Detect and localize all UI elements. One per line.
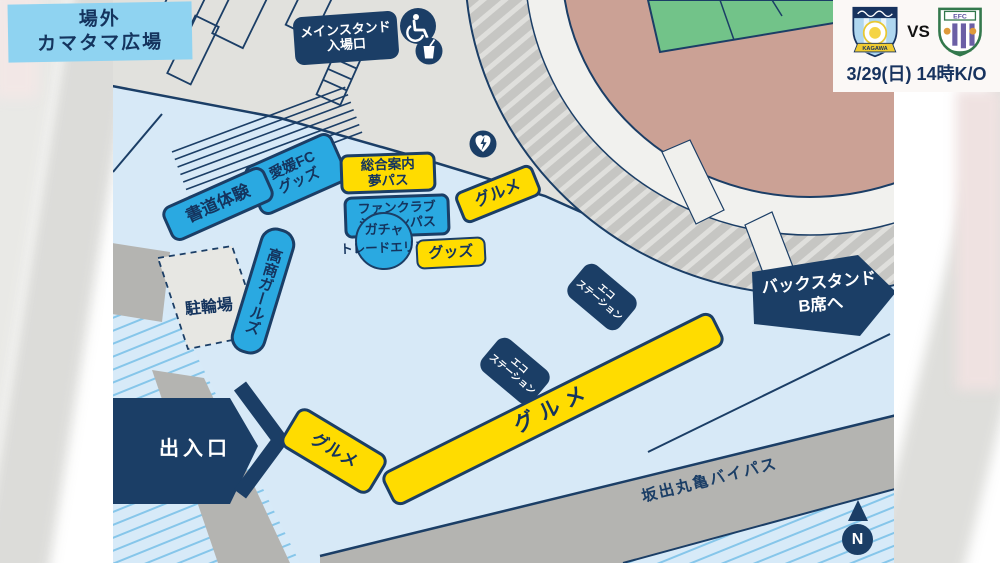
label-goods: グッズ xyxy=(415,236,487,270)
road-left xyxy=(112,243,170,322)
label-text: 夢パス xyxy=(367,172,409,189)
vs-label: VS xyxy=(907,22,930,41)
away-crest-text: EFC xyxy=(953,14,967,21)
right-margin xyxy=(894,0,1000,563)
plaza-edge-line xyxy=(647,333,891,453)
road-bypass xyxy=(320,415,894,563)
label-info-yume-pass: 総合案内 夢パス xyxy=(339,151,437,195)
north-badge: N xyxy=(842,524,873,555)
label-gacha: ガチャ xyxy=(364,222,404,237)
north-letter: N xyxy=(851,530,864,548)
label-text: 入場口 xyxy=(326,35,367,54)
label-entrance-exit: 出入口 xyxy=(159,438,231,460)
backstand-arrow xyxy=(752,255,894,336)
gacha-circle xyxy=(355,212,413,270)
label-main-stand-entrance: メインスタンド 入場口 xyxy=(292,10,400,66)
stands-walkway xyxy=(661,139,725,225)
match-datetime: 3/29(日) 14時K/O xyxy=(846,64,987,84)
away-team-crest: EFC xyxy=(937,7,982,57)
aed-icon xyxy=(469,130,497,158)
page-title: 場外 カマタマ広場 xyxy=(7,1,193,63)
match-info: KAGAWA VS EFC 3/29(日) 14時K/O xyxy=(833,0,1000,92)
label-text: グルメ xyxy=(307,429,361,473)
left-margin xyxy=(0,0,113,563)
north-arrow-icon xyxy=(848,500,868,521)
stadium-track xyxy=(563,0,894,198)
label-text: グッズ xyxy=(428,243,474,263)
title-line-1: 場外 xyxy=(78,8,121,31)
wheelchair-icon xyxy=(400,8,436,44)
home-team-crest: KAGAWA xyxy=(852,6,898,58)
drink-icon xyxy=(415,37,443,65)
title-line-2: カマタマ広場 xyxy=(37,31,164,56)
home-crest-ribbon-text: KAGAWA xyxy=(863,46,888,52)
